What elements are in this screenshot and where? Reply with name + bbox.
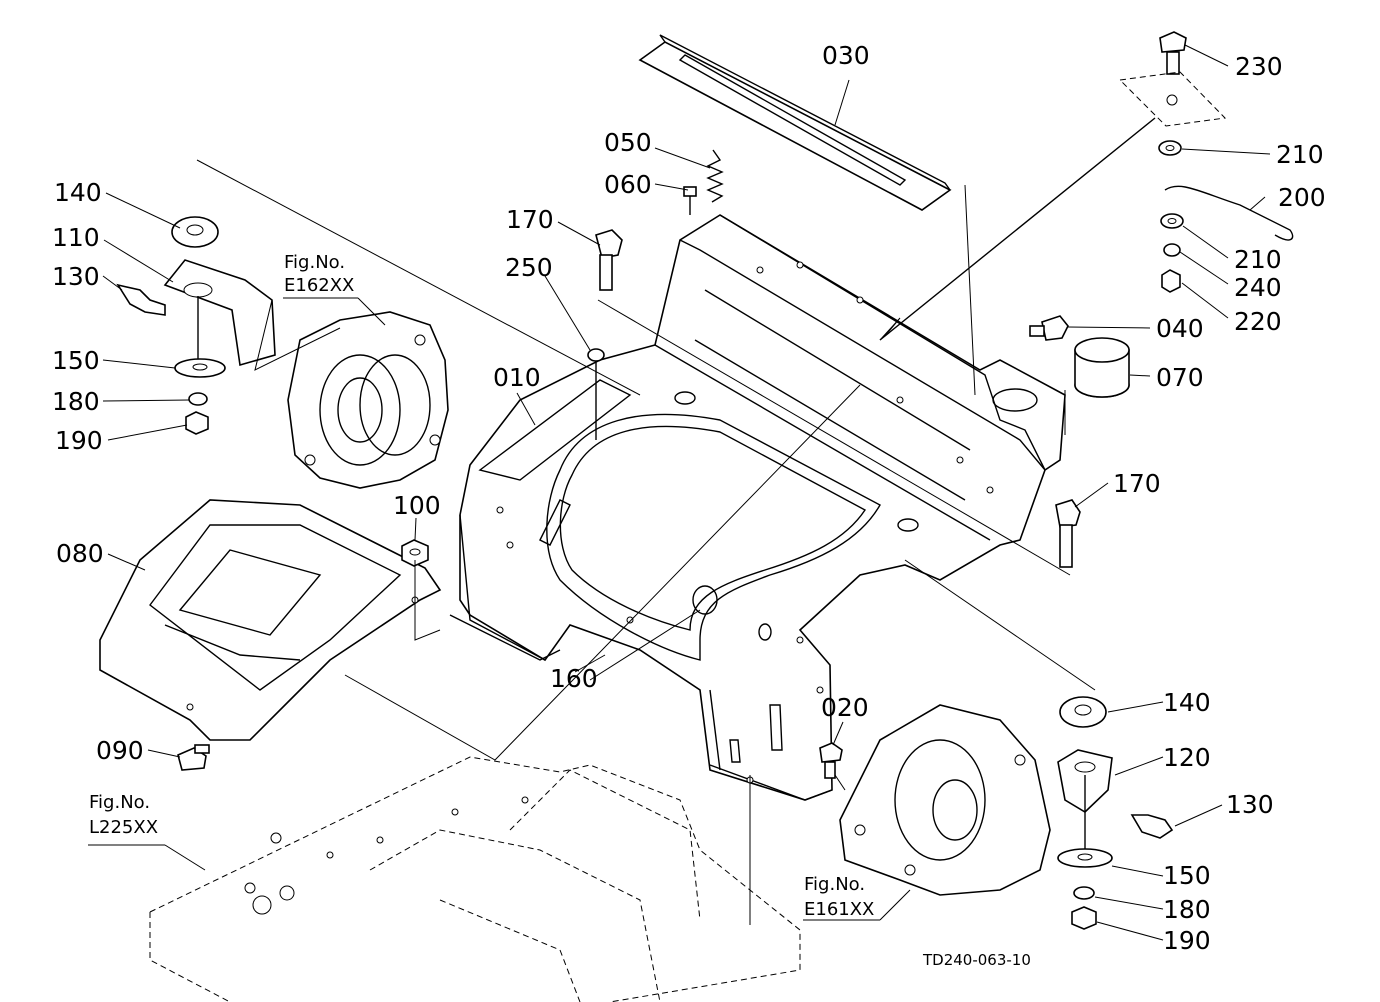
figure-label: Fig.No.	[804, 874, 865, 895]
nut-220	[1161, 269, 1181, 293]
step-plate-080	[99, 499, 442, 741]
drawing-code: TD240-063-10	[922, 951, 1031, 969]
nut-250	[587, 348, 605, 440]
callout-220: 220	[1234, 307, 1282, 336]
callout-230: 230	[1235, 52, 1283, 81]
washer-150-b	[1057, 848, 1113, 868]
callout-210-b: 210	[1234, 245, 1282, 274]
washer-180-b	[1073, 886, 1095, 900]
callout-120: 120	[1163, 743, 1211, 772]
spring-050	[706, 149, 724, 203]
callout-070: 070	[1156, 363, 1204, 392]
figure-ref-number: E161XX	[804, 899, 874, 920]
callout-150-a: 150	[52, 346, 100, 375]
main-frame-010	[449, 214, 1066, 801]
washer-240	[1163, 243, 1181, 257]
callout-100: 100	[393, 491, 441, 520]
callout-170-a: 170	[506, 205, 554, 234]
callout-170-b: 170	[1113, 469, 1161, 498]
callout-150-b: 150	[1163, 861, 1211, 890]
callout-140-b: 140	[1163, 688, 1211, 717]
bolt-020	[819, 742, 843, 779]
figure-label: Fig.No.	[284, 252, 345, 273]
housing-e162	[287, 311, 449, 489]
plate-030	[638, 34, 952, 211]
nut-100	[401, 539, 429, 567]
washer-150-a	[174, 358, 226, 378]
callout-250: 250	[505, 253, 553, 282]
figure-ref-number: E162XX	[284, 275, 354, 296]
callout-040: 040	[1156, 314, 1204, 343]
callout-190-b: 190	[1163, 926, 1211, 955]
callout-090: 090	[96, 736, 144, 765]
callout-180-a: 180	[52, 387, 100, 416]
leader-arrow	[879, 117, 1156, 341]
callout-130-a: 130	[52, 262, 100, 291]
figure-label: Fig.No.	[89, 792, 150, 813]
nut-190-b	[1071, 906, 1097, 930]
damper-140-b	[1059, 696, 1107, 728]
callout-020: 020	[821, 693, 869, 722]
figure-ref-e162: Fig.No. E162XX	[283, 252, 358, 299]
callout-140-a: 140	[54, 178, 102, 207]
bolt-130-a	[116, 283, 166, 316]
lower-chassis-outline	[149, 756, 801, 1002]
bolt-170-b	[1055, 499, 1081, 568]
nut-190-a	[185, 411, 209, 435]
washer-210-a	[1158, 140, 1182, 156]
washer-180-a	[188, 392, 208, 406]
callout-200: 200	[1278, 183, 1326, 212]
callout-labels: 030 050 060 170 250 010 230 210 200 210 …	[52, 41, 1326, 955]
pin-200	[1164, 185, 1294, 241]
leader-lines	[102, 44, 1271, 941]
callout-060: 060	[604, 170, 652, 199]
callout-030: 030	[822, 41, 870, 70]
housing-e161	[839, 704, 1051, 896]
bolt-060	[683, 186, 697, 215]
callout-010: 010	[493, 363, 541, 392]
callout-130-b: 130	[1226, 790, 1274, 819]
bolt-230	[1159, 31, 1187, 75]
callout-210-a: 210	[1276, 140, 1324, 169]
figure-ref-e161: Fig.No. E161XX	[803, 874, 880, 921]
callout-180-b: 180	[1163, 895, 1211, 924]
callout-160: 160	[550, 664, 598, 693]
callout-050: 050	[604, 128, 652, 157]
bolt-040	[1029, 315, 1069, 341]
bracket-110	[163, 259, 276, 367]
damper-140-a	[171, 216, 219, 248]
bracket-120	[1057, 749, 1113, 850]
callout-190-a: 190	[55, 426, 103, 455]
callout-240: 240	[1234, 273, 1282, 302]
figure-ref-l225: Fig.No. L225XX	[88, 792, 165, 846]
bolt-090	[177, 744, 210, 771]
figure-ref-number: L225XX	[89, 817, 158, 838]
washer-210-b	[1160, 213, 1184, 229]
callout-080: 080	[56, 539, 104, 568]
assembly-lines	[196, 159, 1096, 925]
plate-section	[1118, 71, 1227, 127]
cup-070	[1074, 337, 1130, 398]
bolt-130-b	[1130, 814, 1174, 839]
bolt-170-a	[595, 229, 623, 291]
callout-110: 110	[52, 223, 100, 252]
